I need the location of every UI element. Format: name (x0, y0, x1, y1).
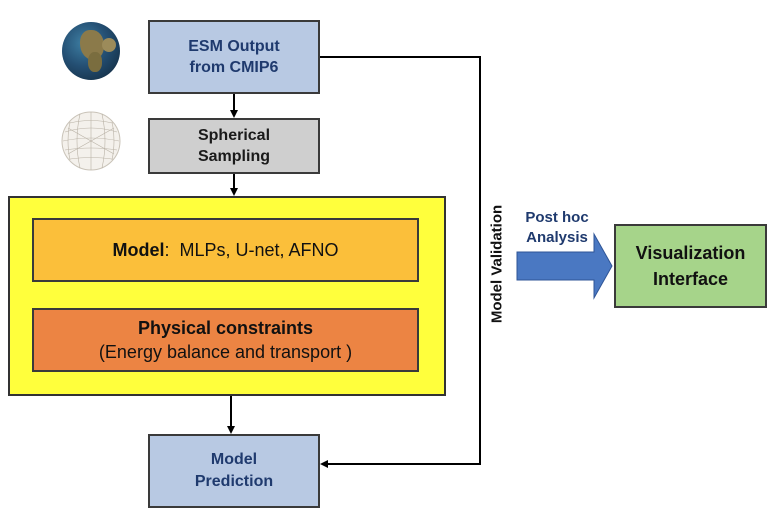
earth-globe-icon (62, 22, 120, 80)
post-hoc-line2: Analysis (526, 229, 588, 246)
spherical-sampling-line2: Sampling (197, 148, 270, 165)
physical-constraints-title: Physical constraints (137, 318, 314, 338)
model-validation-label: Model Validation (488, 204, 506, 324)
model-title: Model (112, 239, 165, 260)
geodesic-sphere-icon (61, 111, 121, 171)
esm-output-line1: ESM Output (188, 38, 280, 55)
model-prediction-box: Model Prediction (148, 434, 320, 508)
validation-loop-line (320, 56, 481, 468)
model-box: Model: MLPs, U-net, AFNO (32, 218, 419, 282)
physical-constraints-box: Physical constraints (Energy balance and… (32, 308, 419, 372)
visualization-line1: Visualization (635, 243, 746, 263)
physical-constraints-subtitle: (Energy balance and transport ) (98, 342, 353, 362)
model-prediction-line2: Prediction (194, 473, 274, 490)
post-hoc-analysis-label: Post hoc Analysis (512, 208, 602, 248)
spherical-sampling-box: Spherical Sampling (148, 118, 320, 174)
post-hoc-arrow (516, 232, 613, 300)
model-prediction-line1: Model (210, 451, 258, 468)
visualization-interface-box: Visualization Interface (614, 224, 767, 308)
esm-output-line2: from CMIP6 (189, 59, 279, 76)
post-hoc-line1: Post hoc (525, 209, 589, 226)
spherical-sampling-line1: Spherical (197, 127, 271, 144)
visualization-line2: Interface (652, 269, 729, 289)
model-architectures: : MLPs, U-net, AFNO (164, 239, 339, 260)
esm-output-box: ESM Output from CMIP6 (148, 20, 320, 94)
